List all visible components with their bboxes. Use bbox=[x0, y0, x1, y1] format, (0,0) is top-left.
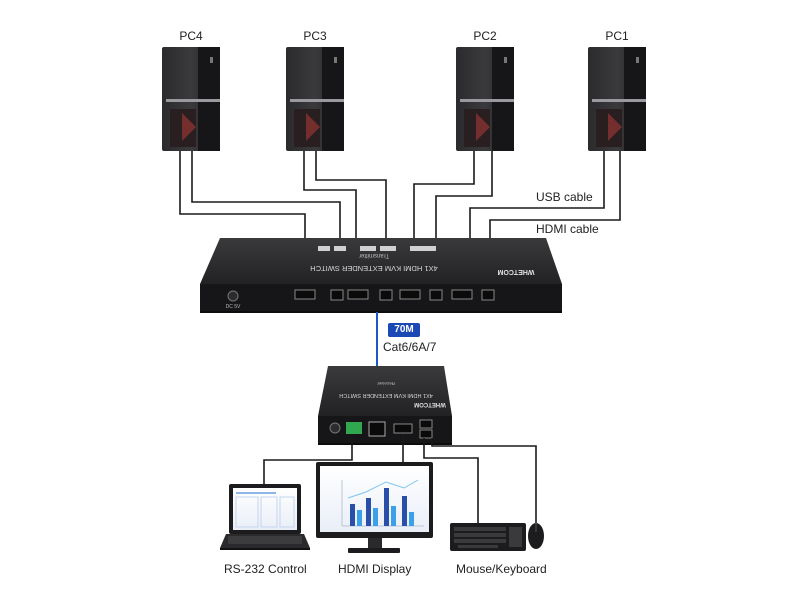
receiver-title: 4X1 HDMI KVM EXTENDER SWITCH bbox=[339, 392, 433, 398]
pc3-hdmi-cable bbox=[315, 151, 387, 280]
rs232-cable bbox=[263, 434, 353, 484]
hdmi-cable-label: HDMI cable bbox=[536, 222, 599, 236]
cable-type-label: Cat6/6A/7 bbox=[383, 340, 437, 354]
mouse-cable bbox=[431, 438, 537, 523]
pc3-usb-cable bbox=[303, 151, 357, 280]
receiver-brand: WHETCOM bbox=[414, 401, 446, 407]
transmitter-brand: WHETCOM bbox=[497, 268, 534, 275]
pc2-label: PC2 bbox=[473, 29, 497, 43]
pc2-usb-cable bbox=[413, 151, 475, 280]
keyboard bbox=[450, 523, 526, 551]
receiver-unit bbox=[318, 366, 452, 445]
pc4-label: PC4 bbox=[179, 29, 203, 43]
distance-badge: 70M bbox=[388, 323, 420, 337]
pc3-label: PC3 bbox=[303, 29, 327, 43]
keyboard-cable bbox=[423, 438, 479, 523]
peripherals-label: Mouse/Keyboard bbox=[456, 562, 547, 576]
laptop bbox=[220, 484, 310, 550]
rs232-label: RS-232 Control bbox=[224, 562, 307, 576]
transmitter-power-label: DC 5V bbox=[226, 304, 241, 310]
receiver-subtitle: Receiver bbox=[377, 381, 395, 386]
transmitter-unit bbox=[200, 238, 562, 313]
pc1-tower bbox=[588, 47, 646, 151]
transmitter-title: 4X1 HDMI KVM EXTENDER SWITCH bbox=[310, 264, 438, 273]
pc2-tower bbox=[456, 47, 514, 151]
pc4-tower bbox=[162, 47, 220, 151]
device-cables bbox=[263, 434, 537, 523]
pc1-label: PC1 bbox=[605, 29, 629, 43]
mouse bbox=[528, 523, 544, 549]
usb-cable-label: USB cable bbox=[536, 190, 593, 204]
transmitter-subtitle: Transmitter bbox=[359, 252, 389, 258]
display-label: HDMI Display bbox=[338, 562, 412, 576]
pc3-tower bbox=[286, 47, 344, 151]
monitor bbox=[316, 462, 433, 553]
